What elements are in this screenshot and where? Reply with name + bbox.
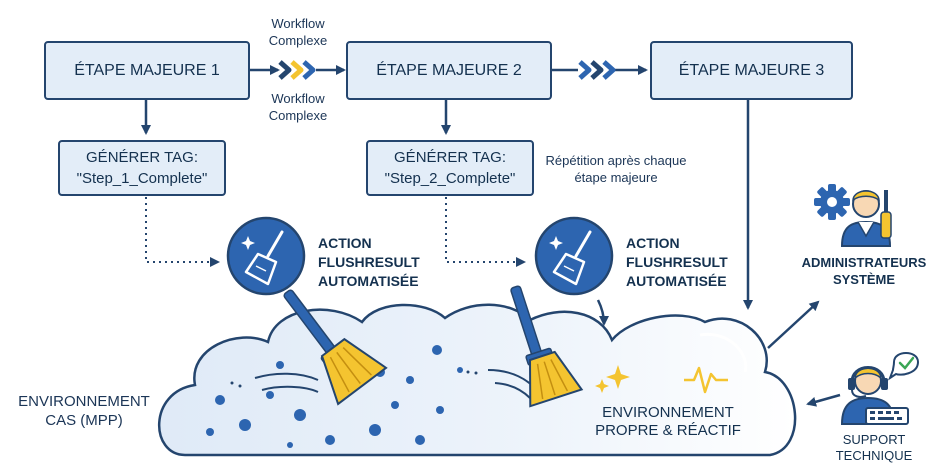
screwdriver-icon	[880, 190, 892, 239]
workflow-label-top: Workflow Complexe	[268, 16, 328, 48]
step-2-box: ÉTAPE MAJEURE 2	[346, 41, 552, 100]
flush-action-line1: ACTION	[626, 235, 680, 251]
tag-2-box: GÉNÉRER TAG: "Step_2_Complete"	[366, 140, 534, 196]
flush-action-line3: AUTOMATISÉE	[318, 273, 419, 289]
flush-action-line2: FLUSHRESULT	[318, 254, 420, 270]
flush-broom-icon-1	[226, 216, 306, 296]
step-2-label: ÉTAPE MAJEURE 2	[376, 61, 522, 79]
repeat-note: Répétition après chaque étape majeure	[545, 153, 687, 185]
keyboard-icon	[865, 407, 909, 425]
flush-broom-icon-2	[534, 216, 614, 296]
support-label: SUPPORT TECHNIQUE	[818, 432, 930, 464]
step-3-label: ÉTAPE MAJEURE 3	[678, 61, 825, 79]
flush-action-label-1: ACTION FLUSHRESULT AUTOMATISÉE	[318, 234, 420, 291]
step-1-label: ÉTAPE MAJEURE 1	[74, 61, 220, 79]
admins-line1: ADMINISTRATEURS	[801, 255, 927, 270]
tag-2-value: "Step_2_Complete"	[384, 170, 516, 187]
dust-particles	[206, 345, 463, 448]
workflow-label-bottom: Workflow Complexe	[268, 91, 328, 123]
support-line1: SUPPORT	[842, 432, 906, 447]
clean-environment-line1: ENVIRONNEMENT	[602, 404, 734, 421]
step-1-box: ÉTAPE MAJEURE 1	[44, 41, 250, 100]
sweep-dots	[230, 370, 478, 388]
broom-1	[283, 289, 388, 406]
tag-1-title: GÉNÉRER TAG:	[86, 149, 198, 166]
sparkle-icon	[595, 365, 630, 393]
tag-1-value: "Step_1_Complete"	[76, 170, 208, 187]
cas-environment-label: ENVIRONNEMENT CAS (MPP)	[10, 392, 158, 430]
heartbeat-icon	[684, 366, 728, 394]
chevrons-1	[278, 60, 316, 80]
support-line2: TECHNIQUE	[835, 448, 913, 463]
tag-1-box: GÉNÉRER TAG: "Step_1_Complete"	[58, 140, 226, 196]
clean-environment-label: ENVIRONNEMENT PROPRE & RÉACTIF	[586, 404, 750, 440]
cloud-inner-shine	[699, 332, 748, 373]
cas-environment-line2: CAS (MPP)	[45, 412, 123, 429]
broom-2	[510, 285, 584, 408]
admins-line2: SYSTÈME	[832, 272, 896, 287]
flow-arrows	[141, 65, 841, 407]
chat-check-icon	[887, 352, 920, 381]
flush-action-line3: AUTOMATISÉE	[626, 273, 727, 289]
flush-action-label-2: ACTION FLUSHRESULT AUTOMATISÉE	[626, 234, 736, 291]
admins-label: ADMINISTRATEURS SYSTÈME	[790, 254, 938, 288]
clean-environment-line2: PROPRE & RÉACTIF	[595, 422, 741, 439]
gear-icon	[814, 184, 850, 220]
flush-action-line2: FLUSHRESULT	[626, 254, 728, 270]
tag-2-title: GÉNÉRER TAG:	[394, 149, 506, 166]
step-3-box: ÉTAPE MAJEURE 3	[650, 41, 853, 100]
cas-environment-line1: ENVIRONNEMENT	[18, 393, 150, 410]
flush-action-line1: ACTION	[318, 235, 372, 251]
chevrons-2	[578, 60, 616, 80]
admin-person-icon	[840, 190, 892, 247]
